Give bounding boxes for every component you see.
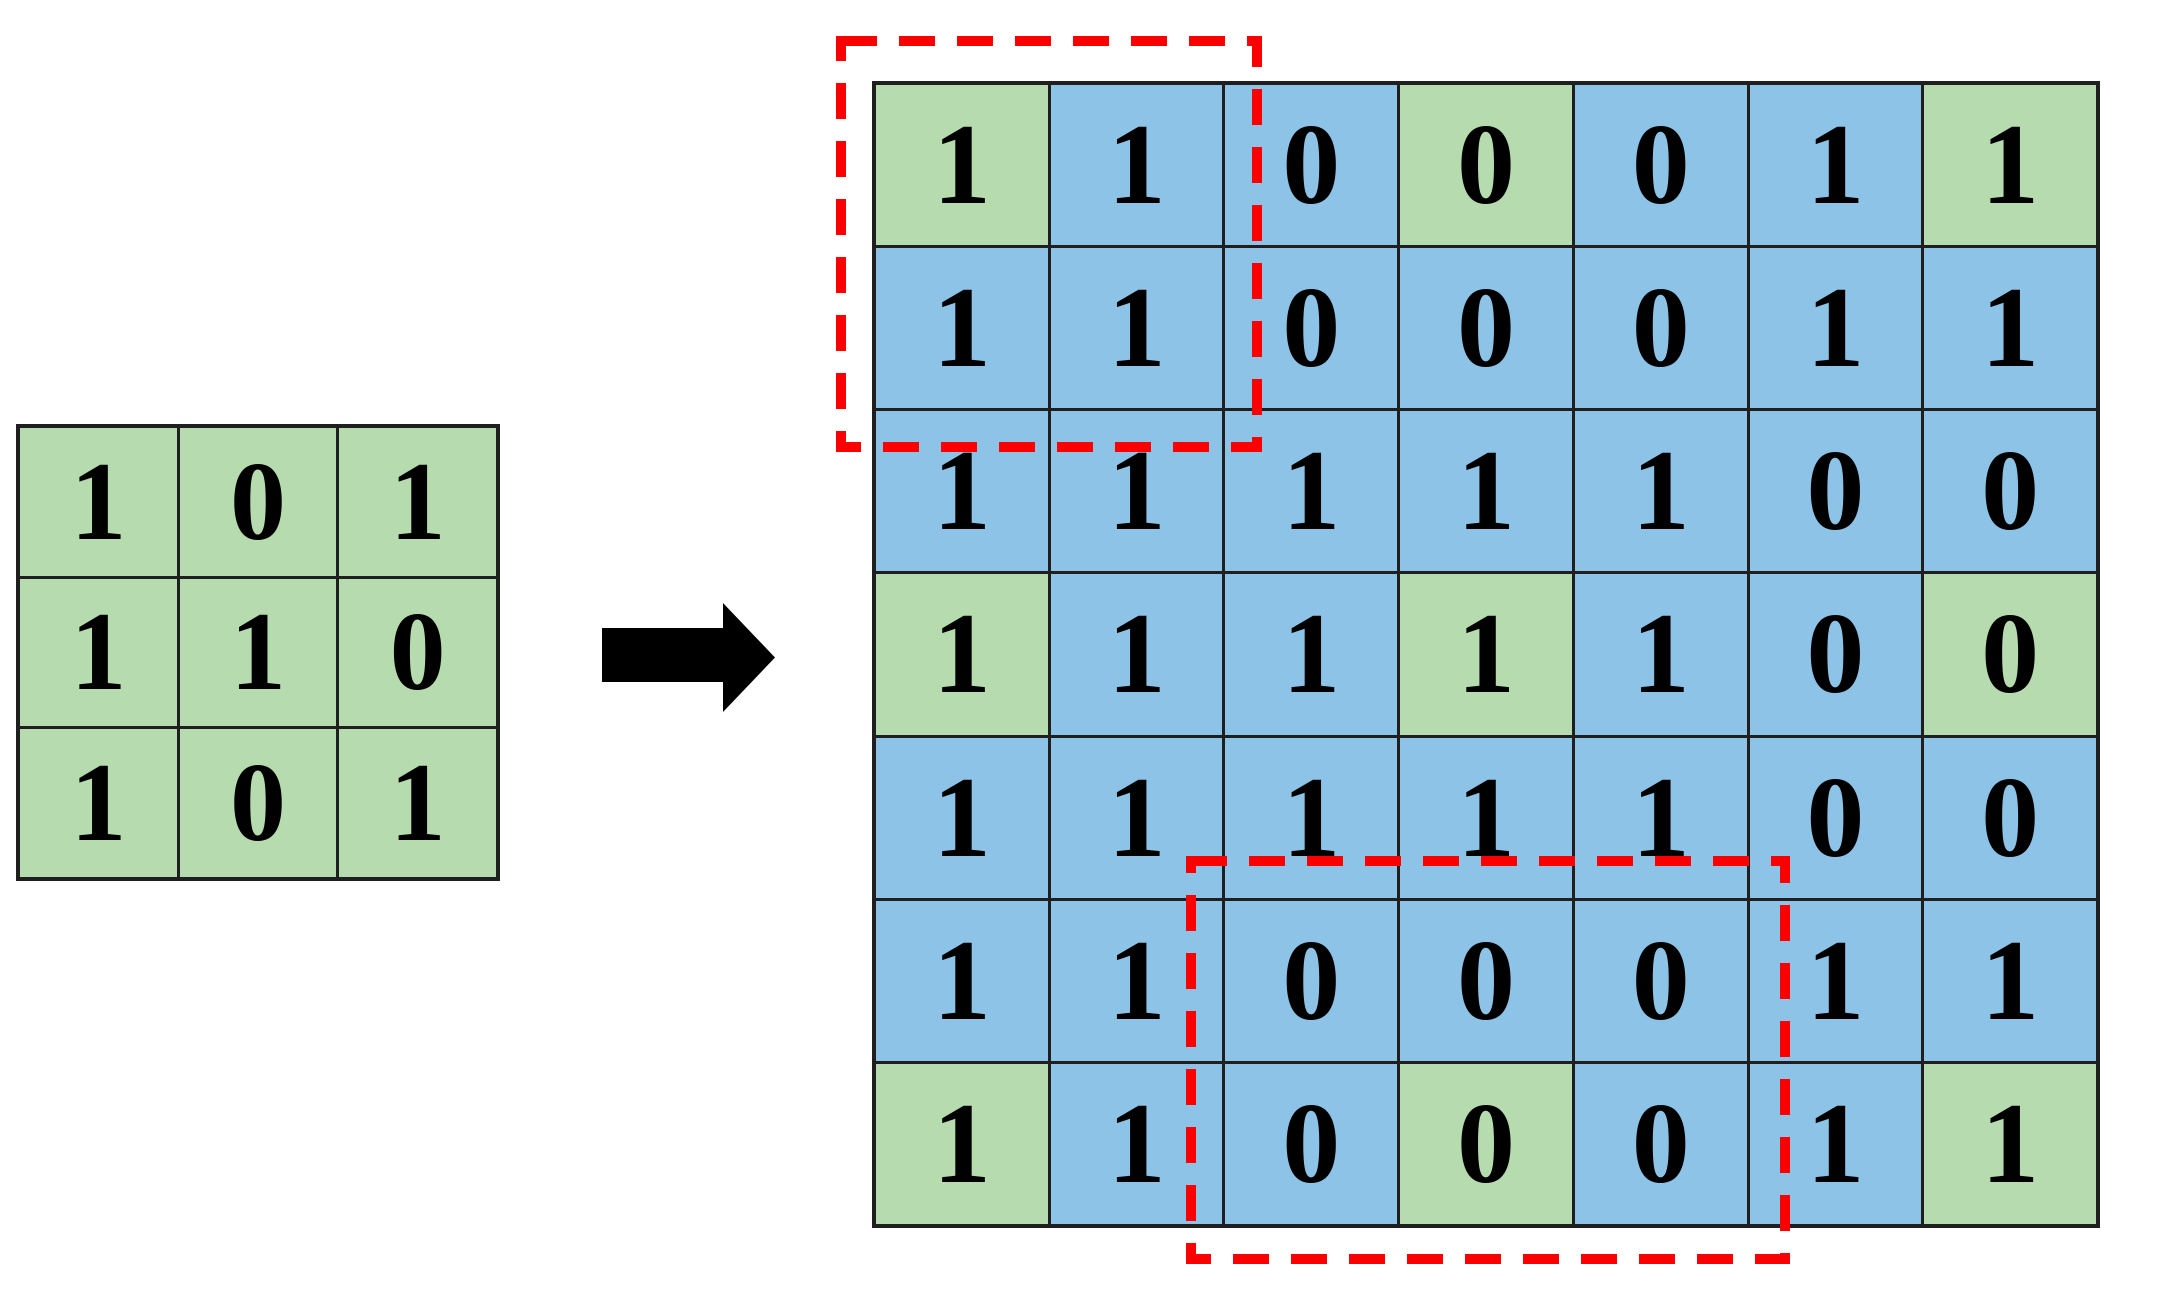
- output-matrix-cell-r6c6: 1: [1749, 900, 1922, 1061]
- output-matrix-cell-r2c5: 0: [1574, 248, 1747, 409]
- output-matrix-cell-r2c7: 1: [1924, 248, 2096, 409]
- source-matrix-cell-r1c1: 1: [20, 428, 177, 576]
- output-matrix-cell-r1c1: 1: [876, 85, 1048, 246]
- output-matrix-cell-r1c7: 1: [1924, 85, 2096, 246]
- output-matrix-cell-r3c3: 1: [1225, 411, 1398, 572]
- output-matrix-cell-r2c4: 0: [1400, 248, 1572, 409]
- output-matrix-cell-r6c5: 0: [1574, 900, 1747, 1061]
- output-matrix-cell-r1c5: 0: [1574, 85, 1747, 246]
- source-matrix-cell-r1c2: 0: [179, 428, 337, 576]
- output-matrix-cell-r4c6: 0: [1749, 574, 1922, 735]
- output-matrix-cell-r4c7: 0: [1924, 574, 2096, 735]
- output-matrix-cell-r1c2: 1: [1050, 85, 1223, 246]
- output-matrix-cell-r5c1: 1: [876, 737, 1048, 898]
- output-matrix-cell-r6c4: 0: [1400, 900, 1572, 1061]
- output-matrix-cell-r5c6: 0: [1749, 737, 1922, 898]
- output-matrix-cell-r7c3: 0: [1225, 1063, 1398, 1224]
- source-matrix-cell-r3c3: 1: [339, 729, 496, 877]
- output-matrix-cell-r3c4: 1: [1400, 411, 1572, 572]
- output-matrix-cell-r2c2: 1: [1050, 248, 1223, 409]
- output-matrix-cell-r3c5: 1: [1574, 411, 1747, 572]
- output-matrix-cell-r5c3: 1: [1225, 737, 1398, 898]
- source-matrix-cell-r2c3: 0: [339, 578, 496, 727]
- output-matrix-cell-r6c2: 1: [1050, 900, 1223, 1061]
- output-matrix-cell-r4c1: 1: [876, 574, 1048, 735]
- output-matrix-cell-r3c7: 0: [1924, 411, 2096, 572]
- output-matrix-cell-r3c6: 0: [1749, 411, 1922, 572]
- source-matrix-cell-r2c2: 1: [179, 578, 337, 727]
- output-matrix-cell-r4c5: 1: [1574, 574, 1747, 735]
- output-matrix-cell-r6c1: 1: [876, 900, 1048, 1061]
- output-matrix-cell-r3c1: 1: [876, 411, 1048, 572]
- source-matrix-cell-r2c1: 1: [20, 578, 177, 727]
- source-matrix-cell-r3c2: 0: [179, 729, 337, 877]
- source-matrix-cell-r1c3: 1: [339, 428, 496, 576]
- output-matrix-cell-r7c5: 0: [1574, 1063, 1747, 1224]
- output-matrix-cell-r7c4: 0: [1400, 1063, 1572, 1224]
- output-matrix-cell-r2c3: 0: [1225, 248, 1398, 409]
- output-matrix-cell-r1c4: 0: [1400, 85, 1572, 246]
- output-matrix-cell-r6c3: 0: [1225, 900, 1398, 1061]
- output-matrix-cell-r6c7: 1: [1924, 900, 2096, 1061]
- output-matrix-cell-r7c2: 1: [1050, 1063, 1223, 1224]
- output-matrix-cell-r4c4: 1: [1400, 574, 1572, 735]
- output-matrix-cell-r5c5: 1: [1574, 737, 1747, 898]
- output-matrix-cell-r5c4: 1: [1400, 737, 1572, 898]
- right-arrow-icon: [602, 603, 775, 712]
- output-matrix-cell-r3c2: 1: [1050, 411, 1223, 572]
- output-matrix-cell-r5c7: 0: [1924, 737, 2096, 898]
- source-matrix-cell-r3c1: 1: [20, 729, 177, 877]
- output-matrix-cell-r2c6: 1: [1749, 248, 1922, 409]
- output-matrix-cell-r7c6: 1: [1749, 1063, 1922, 1224]
- output-matrix-cell-r4c3: 1: [1225, 574, 1398, 735]
- output-matrix-cell-r7c7: 1: [1924, 1063, 2096, 1224]
- output-matrix-cell-r7c1: 1: [876, 1063, 1048, 1224]
- output-matrix-cell-r1c3: 0: [1225, 85, 1398, 246]
- output-matrix-cell-r4c2: 1: [1050, 574, 1223, 735]
- output-matrix-cell-r2c1: 1: [876, 248, 1048, 409]
- output-matrix-cell-r1c6: 1: [1749, 85, 1922, 246]
- output-matrix-cell-r5c2: 1: [1050, 737, 1223, 898]
